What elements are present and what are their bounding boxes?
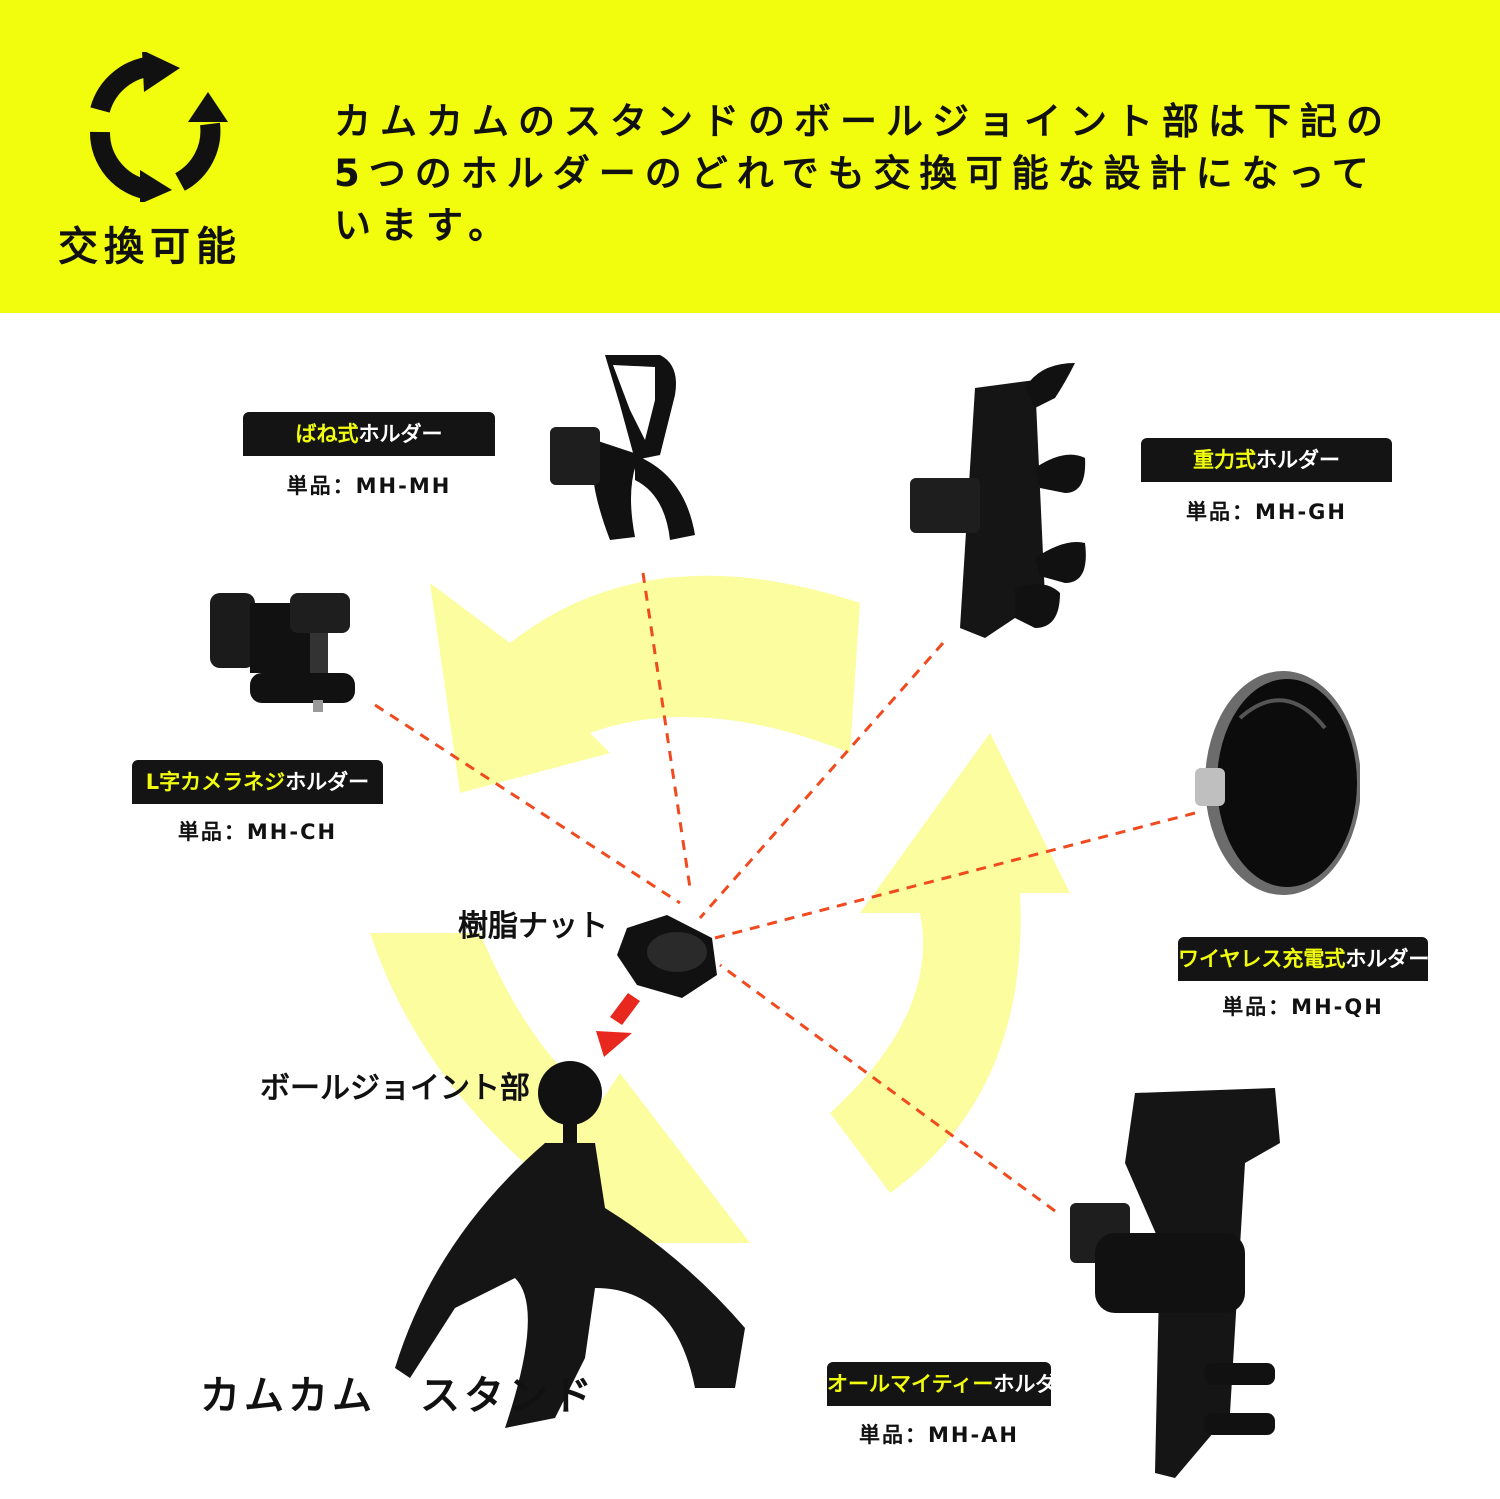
headline-line-3: います。 [334,204,515,247]
tag-camera-holder: L字カメラネジホルダー [132,760,383,804]
dash-line-camera [374,703,681,905]
swap-badge-label: 交換可能 [58,224,242,270]
swirl-arrow-top [430,575,860,793]
almighty-holder-image [1070,1088,1280,1478]
camera-screw-holder-image [210,593,355,712]
tag-almighty-holder: オールマイティーホルダー [827,1362,1077,1406]
wireless-charging-holder-image [1195,671,1360,895]
gravity-holder-image [910,363,1086,638]
headline: カムカムのスタンドのボールジョイント部は下記の 5つのホルダーのどれでも交換可能… [334,96,1434,252]
tag-gravity-holder: 重力式ホルダー [1141,438,1392,482]
header-banner: 交換可能 カムカムのスタンドのボールジョイント部は下記の 5つのホルダーのどれで… [0,0,1500,313]
red-arrow-icon [596,993,640,1057]
recycle-swap-icon [89,52,228,202]
sku-camera-holder: 単品：MH-CH [177,820,338,844]
resin-nut-label: 樹脂ナット [458,909,608,944]
sku-spring-holder: 単品：MH-MH [286,474,452,498]
sku-wireless-holder: 単品：MH-QH [1222,995,1384,1019]
swirl-arrow-right [830,733,1070,1193]
spring-holder-image [550,355,695,540]
sku-almighty-holder: 単品：MH-AH [858,1423,1020,1447]
camcam-stand-image [395,1061,745,1428]
tag-spring-holder: ばね式ホルダー [243,412,495,456]
stand-label: カムカム スタンド [200,1373,596,1419]
dash-line-gravity [698,642,945,919]
tag-wireless-holder: ワイヤレス充電式ホルダー [1178,937,1429,981]
headline-line-1: カムカムのスタンドのボールジョイント部は下記の [334,100,1392,143]
sku-gravity-holder: 単品：MH-GH [1185,500,1347,524]
resin-nut-image [617,915,717,998]
dash-line-almighty [719,963,1056,1213]
headline-line-2: 5つのホルダーのどれでも交換可能な設計になって [334,152,1378,195]
product-diagram: ばね式ホルダー 単品：MH-MH 重力式ホルダー 単品：MH-GH L字カメラネ… [0,313,1500,1499]
ball-joint-label: ボールジョイント部 [260,1071,530,1106]
